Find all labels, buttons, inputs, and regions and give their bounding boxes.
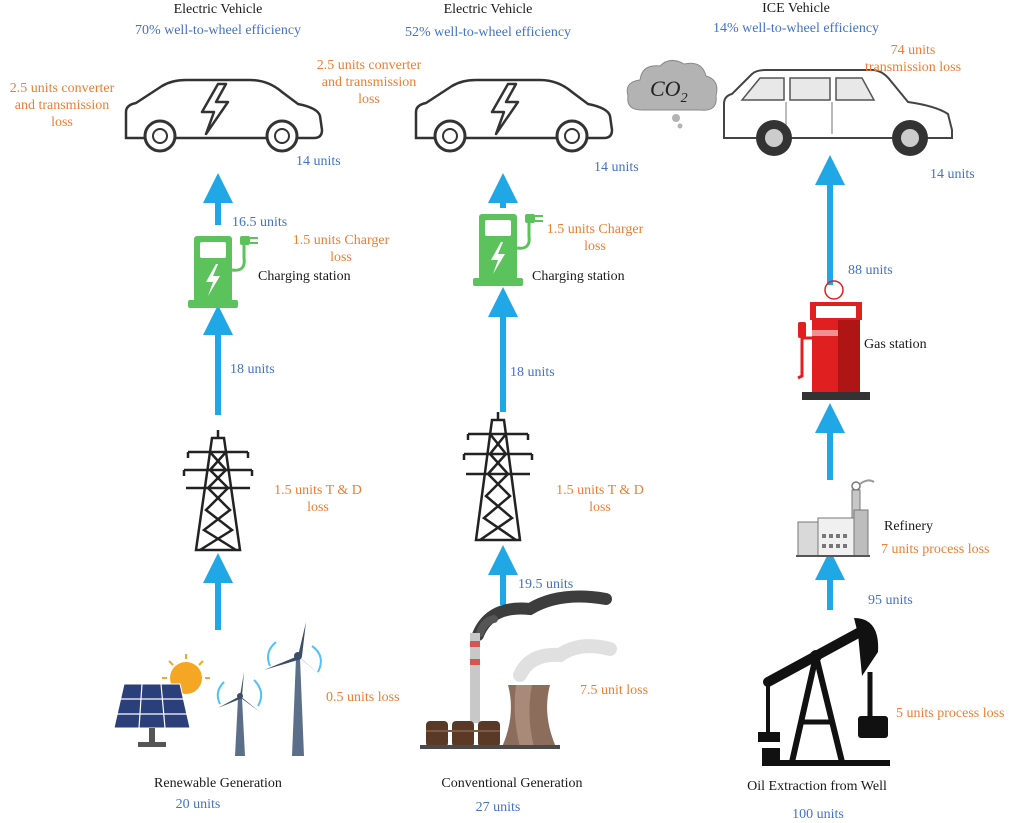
renewable-charger-out-units: 16.5 units [232,215,288,230]
conventional-td-loss-line2: loss [589,500,611,515]
refinery-loss: 7 units process loss [881,542,990,557]
renewable-source-label: Renewable Generation [154,776,282,791]
renewable-station-label: Charging station [258,269,351,284]
well-loss: 5 units process loss [896,706,1005,721]
ice-transmission-loss: 74 units transmission loss [850,42,976,76]
ice-vehicle-title: ICE Vehicle [762,1,830,16]
renewable-converter-loss-line1: 2.5 units converter [9,81,115,96]
gas-station-label: Gas station [864,337,927,352]
conventional-plant-out-units: 19.5 units [518,577,574,592]
conventional-vehicle-units: 14 units [594,160,639,175]
gas-pump-icon [797,280,870,400]
ice-vehicle-units: 14 units [930,167,975,182]
co2-cloud-icon: CO2 [626,60,718,129]
electric-car-icon [124,78,324,153]
oil-pumpjack-icon [758,618,890,766]
charging-station-icon [188,236,258,308]
renewable-charger-loss: 1.5 units Charger loss [276,232,406,266]
renewable-td-loss-line1: 1.5 units T & D [274,483,362,498]
conventional-converter-loss-line3: loss [358,92,380,107]
refinery-icon [796,479,875,557]
ice-efficiency: 14% well-to-wheel efficiency [712,21,880,36]
renewable-converter-loss: 2.5 units converter and transmission los… [0,80,124,131]
ice-source-units: 100 units [792,807,844,822]
solar-panel-icon [113,654,210,747]
renewable-charger-loss-line2: loss [330,250,352,265]
conventional-grid-units: 18 units [510,365,555,380]
renewable-vehicle-units: 14 units [296,154,341,169]
co2-label: CO2 [650,76,688,106]
conventional-station-label: Charging station [532,269,625,284]
conventional-charger-loss-line2: loss [584,239,606,254]
renewable-grid-units: 18 units [230,362,275,377]
renewable-td-loss-line2: loss [307,500,329,515]
conventional-source-label: Conventional Generation [441,776,583,791]
conventional-converter-loss: 2.5 units converter and transmission los… [304,57,434,108]
suv-icon [723,69,953,156]
conventional-charger-loss: 1.5 units Charger loss [530,221,660,255]
conventional-td-loss-line1: 1.5 units T & D [556,483,644,498]
renewable-efficiency: 70% well-to-wheel efficiency [134,23,302,38]
ice-transmission-loss-line2: transmission loss [864,60,962,75]
ice-pump-units: 88 units [848,263,893,278]
conventional-efficiency: 52% well-to-wheel efficiency [404,25,572,40]
conventional-generation-loss: 7.5 unit loss [580,683,649,698]
renewable-converter-loss-line2: and transmission [14,98,110,113]
transmission-tower-icon [182,430,254,552]
electric-car-icon-conventional [414,78,614,153]
renewable-generation-loss: 0.5 units loss [326,690,400,705]
conventional-charger-loss-line1: 1.5 units Charger [546,222,644,237]
renewable-vehicle-title: Electric Vehicle [173,2,263,17]
charging-station-icon-conventional [473,214,543,286]
conventional-vehicle-title: Electric Vehicle [443,2,533,17]
conventional-td-loss: 1.5 units T & D loss [540,482,660,516]
conventional-source-units: 27 units [475,800,521,815]
conventional-converter-loss-line2: and transmission [321,75,417,90]
conventional-converter-loss-line1: 2.5 units converter [316,58,422,73]
flow-arrows [203,155,845,630]
refinery-label: Refinery [884,519,933,534]
ice-transmission-loss-line1: 74 units [890,43,936,58]
refinery-in-units: 95 units [868,593,913,608]
transmission-tower-icon-conventional [462,412,534,542]
power-plant-icon [420,590,617,749]
ice-source-label: Oil Extraction from Well [747,779,887,794]
renewable-converter-loss-line3: loss [51,115,73,130]
renewable-source-units: 20 units [175,797,221,812]
wind-turbine-icon [216,622,326,756]
renewable-charger-loss-line1: 1.5 units Charger [292,233,390,248]
renewable-td-loss: 1.5 units T & D loss [258,482,378,516]
